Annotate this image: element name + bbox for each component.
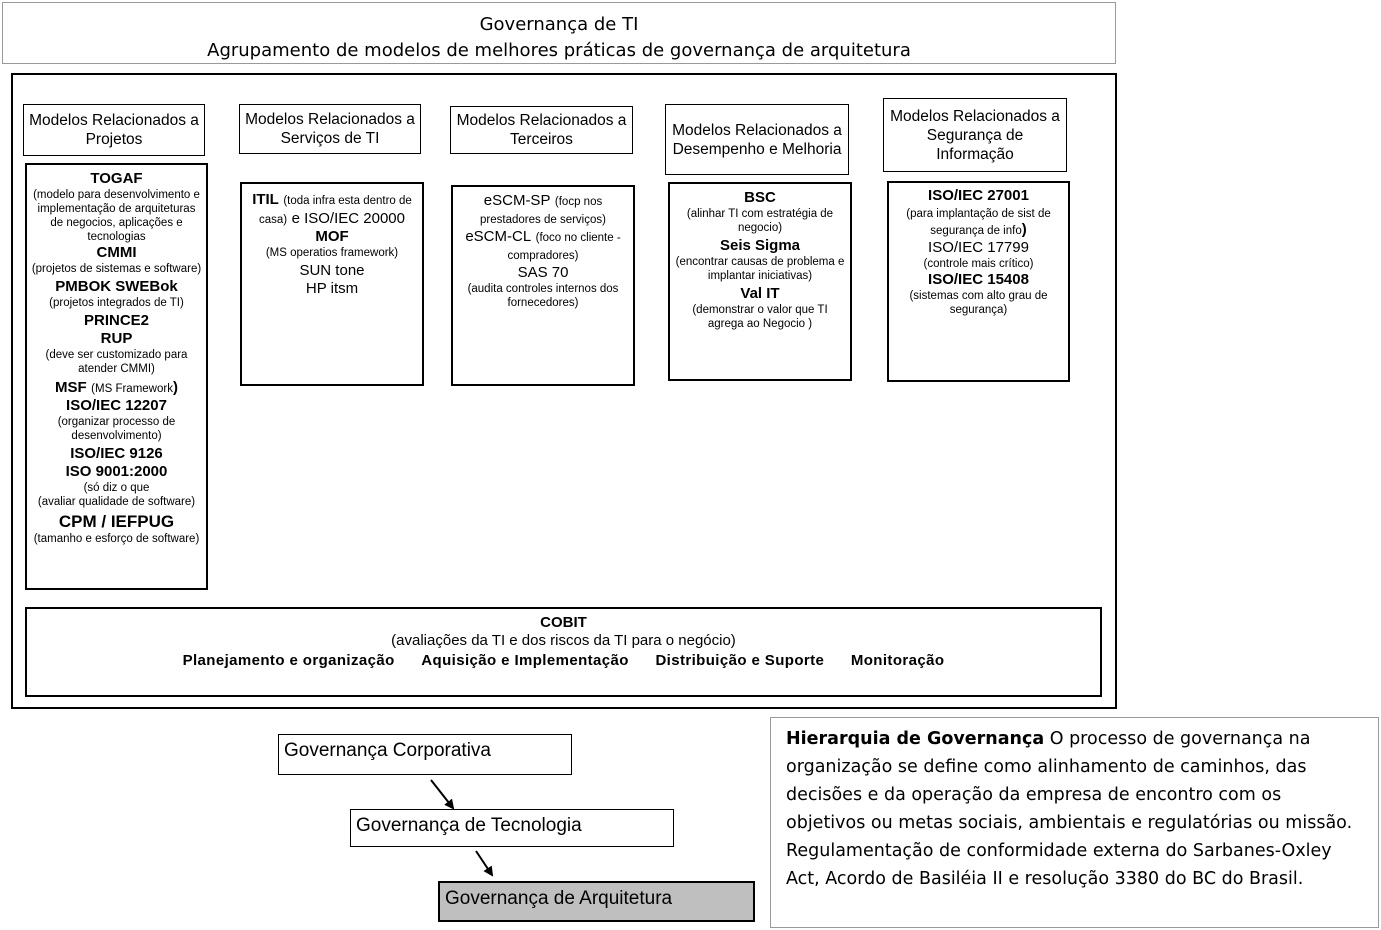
desc-rup: (deve ser customizado para atender CMMI) bbox=[45, 349, 188, 375]
desc-val-it: (demonstrar o valor que TI agrega ao Neg… bbox=[692, 304, 828, 330]
model-iso15408: ISO/IEC 15408 bbox=[928, 271, 1029, 288]
model-escm-sp-line: eSCM-SP (focp nos prestadores de serviço… bbox=[456, 192, 630, 228]
model-sas70: SAS 70 bbox=[517, 264, 569, 281]
desc-iso15408: (sistemas com alto grau de segurança) bbox=[909, 290, 1048, 316]
cobit-subtitle: (avaliações da TI e dos riscos da TI par… bbox=[391, 632, 736, 649]
model-itil-block: ITIL (toda infra esta dentro de casa) e … bbox=[245, 190, 419, 228]
note-hierarquia: Hierarquia de Governança O processo de g… bbox=[770, 717, 1379, 928]
model-seis-sigma: Seis Sigma bbox=[719, 237, 801, 254]
content-desempenho: BSC (alinhar TI com estratégia de negoci… bbox=[668, 182, 852, 381]
cobit-domain: Monitoração bbox=[850, 652, 945, 669]
desc-seis-sigma: (encontrar causas de problema e implanta… bbox=[675, 256, 845, 282]
header-desempenho: Modelos Relacionados a Desempenho e Melh… bbox=[665, 104, 849, 175]
diagram-title-box: Governança de TI Agrupamento de modelos … bbox=[2, 2, 1116, 64]
desc-pmbok: (projetos integrados de TI) bbox=[49, 297, 184, 309]
model-cmmi: CMMI bbox=[96, 244, 137, 261]
model-msf-line: MSF (MS Framework) bbox=[30, 379, 203, 397]
box-governanca-arquitetura: Governança de Arquitetura bbox=[438, 881, 755, 922]
model-mof: MOF bbox=[315, 228, 349, 245]
main-frame bbox=[11, 73, 1117, 709]
desc-iso27001-line: (para implantação de sist de segurança d… bbox=[892, 205, 1065, 239]
model-iso9001: ISO 9001:2000 bbox=[65, 463, 168, 480]
desc-iso12207: (organizar processo de desenvolvimento) bbox=[57, 416, 176, 442]
arrow-corporativa-tecnologia bbox=[430, 779, 455, 810]
cobit-title: COBIT bbox=[540, 614, 587, 631]
model-iso27001: ISO/IEC 27001 bbox=[928, 187, 1029, 204]
content-terceiros: eSCM-SP (focp nos prestadores de serviço… bbox=[451, 185, 635, 386]
header-terceiros: Modelos Relacionados a Terceiros bbox=[450, 106, 633, 154]
model-iso20000: e ISO/IEC 20000 bbox=[291, 210, 405, 227]
content-seguranca: ISO/IEC 27001 (para implantação de sist … bbox=[887, 181, 1070, 382]
desc-escm-cl: (foco no cliente - compradores) bbox=[507, 232, 621, 262]
model-msf: MSF bbox=[55, 379, 87, 396]
iso27001-close: ) bbox=[1021, 221, 1027, 238]
desc-itil: (toda infra esta dentro de casa) bbox=[259, 195, 412, 226]
desc-togaf: (modelo para desenvolvimento e implement… bbox=[33, 189, 200, 243]
model-pmbok: PMBOK SWEBok bbox=[55, 278, 178, 295]
desc-cmmi: (projetos de sistemas e software) bbox=[31, 263, 202, 275]
model-sun: SUN tone bbox=[299, 262, 365, 279]
model-escm-sp: eSCM-SP bbox=[483, 192, 551, 209]
model-togaf: TOGAF bbox=[90, 170, 143, 187]
header-projetos: Modelos Relacionados a Projetos bbox=[23, 104, 205, 156]
model-bsc: BSC bbox=[744, 189, 776, 206]
desc-cpm: (tamanho e esforço de software) bbox=[33, 533, 200, 545]
desc-sas70: (audita controles internos dos fornecedo… bbox=[467, 283, 619, 309]
desc-msf: (MS Framework bbox=[91, 383, 173, 395]
model-escm-cl-line: eSCM-CL (foco no cliente - compradores) bbox=[456, 228, 630, 264]
note-text: O processo de governança na organização … bbox=[786, 729, 1353, 889]
model-iso17799: ISO/IEC 17799 bbox=[928, 239, 1029, 256]
model-iso9126: ISO/IEC 9126 bbox=[70, 445, 163, 462]
cobit-domain: Planejamento e organização bbox=[182, 652, 395, 669]
arrow-tecnologia-arquitetura bbox=[475, 850, 494, 877]
desc-iso27001: (para implantação de sist de segurança d… bbox=[906, 208, 1051, 237]
model-itil: ITIL bbox=[252, 191, 279, 208]
cobit-domain: Distribuição e Suporte bbox=[655, 652, 825, 669]
box-governanca-corporativa: Governança Corporativa bbox=[278, 734, 572, 775]
header-servicos: Modelos Relacionados a Serviços de TI bbox=[239, 104, 421, 154]
model-rup: RUP bbox=[100, 330, 133, 347]
content-servicos: ITIL (toda infra esta dentro de casa) e … bbox=[240, 182, 424, 386]
model-escm-cl: eSCM-CL bbox=[465, 228, 532, 245]
desc-iso17799: (controle mais crítico) bbox=[923, 258, 1034, 270]
box-governanca-tecnologia: Governança de Tecnologia bbox=[350, 809, 674, 847]
model-hp: HP itsm bbox=[305, 280, 359, 297]
cobit-box: COBIT (avaliações da TI e dos riscos da … bbox=[25, 607, 1102, 697]
desc-mof: (MS operatios framework) bbox=[265, 247, 399, 259]
desc-escm-sp: (focp nos prestadores de serviços) bbox=[480, 196, 606, 226]
model-iso12207: ISO/IEC 12207 bbox=[66, 397, 167, 414]
note-title: Hierarquia de Governança bbox=[786, 729, 1045, 749]
content-projetos: TOGAF (modelo para desenvolvimento e imp… bbox=[25, 163, 208, 590]
diagram-title: Governança de TI bbox=[479, 14, 639, 35]
diagram-subtitle: Agrupamento de modelos de melhores práti… bbox=[207, 40, 911, 61]
model-val-it: Val IT bbox=[740, 285, 780, 302]
desc-iso9001-1: (só diz o que bbox=[83, 482, 150, 494]
msf-close: ) bbox=[172, 379, 178, 396]
header-seguranca: Modelos Relacionados a Segurança de Info… bbox=[883, 98, 1067, 172]
desc-bsc: (alinhar TI com estratégia de negocio) bbox=[686, 208, 834, 234]
desc-iso9001-2: (avaliar qualidade de software) bbox=[37, 496, 196, 508]
model-cpm: CPM / IEFPUG bbox=[58, 512, 175, 531]
cobit-domains: Planejamento e organização Aquisição e I… bbox=[27, 652, 1100, 669]
cobit-domain: Aquisição e Implementação bbox=[421, 652, 629, 669]
model-prince2: PRINCE2 bbox=[83, 312, 150, 329]
